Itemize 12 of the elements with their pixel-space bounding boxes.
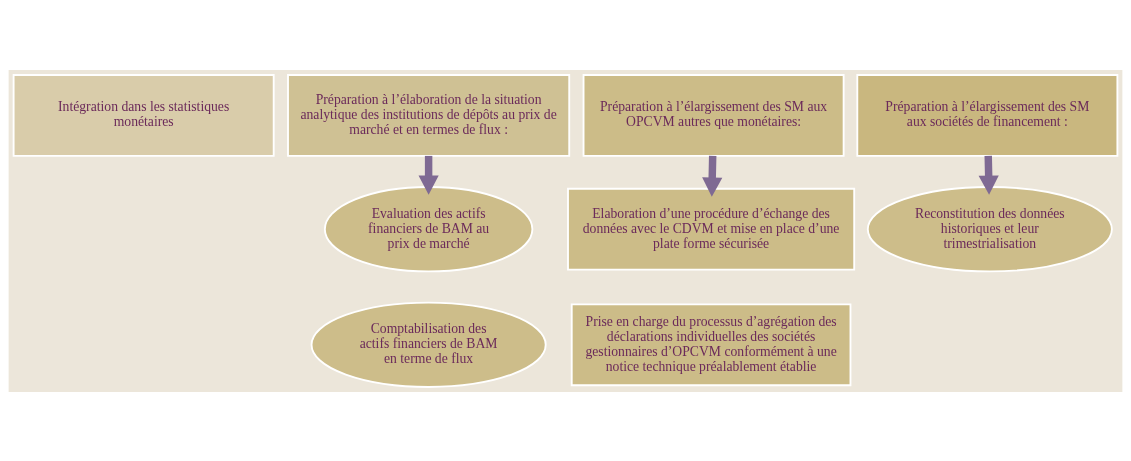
arrow: [702, 155, 723, 197]
node-box: Préparation à l’élargissement des SM aux sociétés de financement :: [856, 73, 1119, 157]
node-box: Elaboration d’une procédure d’échange des données avec le CDVM et mise en place d’une plate forme sécurisée: [567, 187, 856, 271]
arrow: [418, 155, 439, 195]
node-ellipse: Reconstitution des données historiques et leur trimestrialisation: [866, 185, 1113, 272]
node-ellipse: Comptabilisation des actifs financiers de BAM en terme de flux: [310, 301, 547, 388]
node-box: Préparation à l’élargissement des SM aux OPCVM autres que monétaires:: [582, 73, 845, 157]
node-ellipse: Evaluation des actifs financiers de BAM au prix de marché: [323, 185, 534, 272]
node-box: Préparation à l’élaboration de la situation analytique des institutions de dépôts au prix de marché et en termes de flux :: [287, 73, 571, 157]
node-box: Prise en charge du processus d’agrégation des déclarations individuelles des sociétés gestionnaires d’OPCVM conformément à une notice technique préalablement établie: [570, 302, 852, 386]
arrow: [978, 155, 999, 195]
node-box: Intégration dans les statistiques monétaires: [12, 73, 275, 157]
